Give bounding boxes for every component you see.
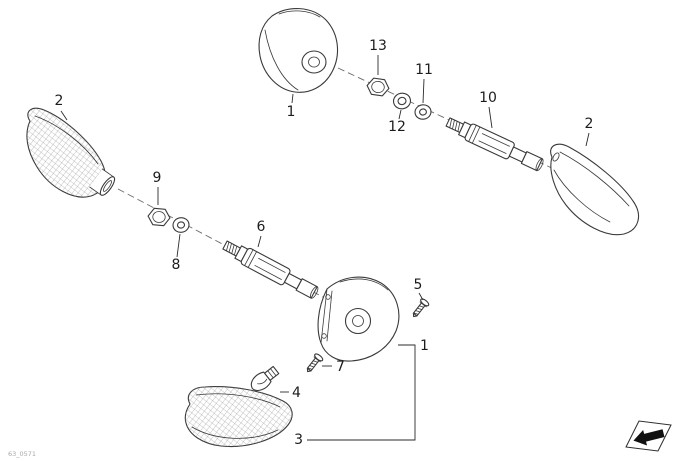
callout-bracket-1-3	[307, 344, 416, 441]
callout-8[interactable]: 8	[172, 257, 181, 273]
part-housing-top	[258, 8, 339, 93]
callout-line-2-right	[585, 132, 590, 147]
part-screw-5	[412, 298, 430, 318]
callout-6[interactable]: 6	[257, 219, 266, 235]
callout-12[interactable]: 12	[388, 119, 406, 135]
callout-line-2-left	[60, 110, 68, 121]
callout-1-main[interactable]: 1	[420, 338, 429, 354]
part-lens-right	[550, 143, 640, 236]
callout-3[interactable]: 3	[294, 432, 303, 448]
callout-10[interactable]: 10	[479, 90, 497, 106]
callout-11[interactable]: 11	[415, 62, 433, 78]
diagram-code: 63_0571	[8, 450, 36, 458]
callout-line-6	[257, 235, 262, 248]
lens-socket	[89, 168, 116, 196]
part-lens-bottom	[184, 386, 293, 448]
part-nut-9	[147, 207, 171, 227]
lens-hatch-fill	[185, 386, 293, 447]
callout-line-1-top	[291, 93, 294, 104]
callout-7[interactable]: 7	[336, 359, 345, 375]
part-stem-6	[222, 240, 319, 299]
part-lens-left	[26, 107, 116, 198]
callout-4[interactable]: 4	[292, 385, 301, 401]
callout-9[interactable]: 9	[153, 170, 162, 186]
callout-line-10	[488, 106, 493, 129]
callout-line-8	[176, 233, 181, 258]
part-housing-main	[317, 276, 400, 362]
callout-1-top[interactable]: 1	[287, 104, 296, 120]
flange-hole	[325, 294, 331, 300]
bulb-socket	[344, 307, 372, 335]
callout-2-right[interactable]: 2	[585, 116, 594, 132]
part-washer-11	[414, 104, 432, 120]
callout-line-5	[418, 292, 424, 301]
callout-13[interactable]: 13	[369, 38, 387, 54]
callout-5[interactable]: 5	[414, 277, 423, 293]
callout-2-left[interactable]: 2	[55, 93, 64, 109]
lens-hatch-fill	[26, 108, 106, 198]
part-stem-10	[445, 117, 544, 172]
part-washer-12	[392, 92, 412, 110]
callout-line-11	[422, 78, 425, 104]
socket-opening	[301, 50, 327, 74]
part-bulb-4	[250, 365, 280, 391]
flange-hole	[321, 333, 327, 339]
part-washer-8	[172, 217, 190, 233]
callout-line-12	[398, 109, 402, 120]
prev-page-arrow-icon[interactable]	[625, 420, 672, 452]
part-nut-13	[366, 77, 390, 97]
part-screw-7	[306, 353, 324, 373]
